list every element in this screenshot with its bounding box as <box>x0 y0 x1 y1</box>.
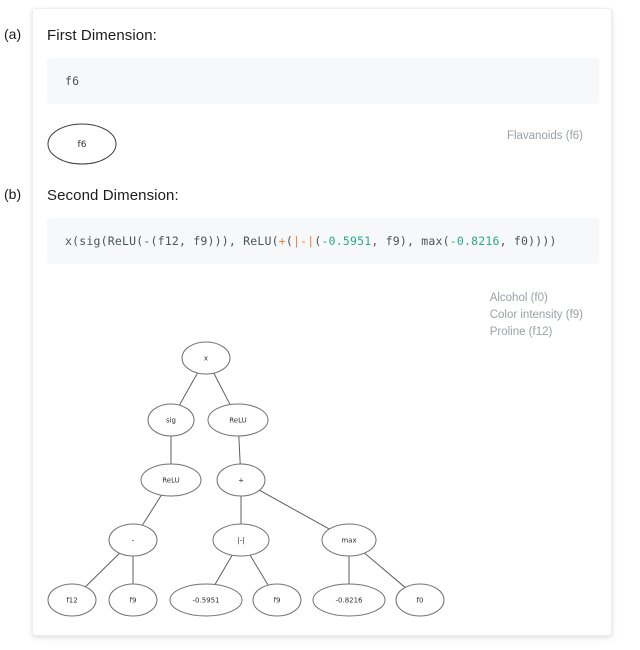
tree-node: f12 <box>47 583 97 617</box>
tree-node-label: ReLU <box>229 417 247 425</box>
first-dimension-expression: f6 <box>47 58 599 104</box>
first-dimension-title: First Dimension: <box>47 27 157 44</box>
tree-node-label: -0.8216 <box>335 597 363 605</box>
expression-token: -0.8216 <box>449 234 500 248</box>
first-dimension-legend: Flavanoids (f6) <box>507 128 583 145</box>
tree-node-label: f9 <box>274 597 281 605</box>
tree-node: f0 <box>395 583 445 617</box>
second-dimension-legend: Alcohol (f0) Color intensity (f9) Prolin… <box>490 290 583 341</box>
tree-node: -0.5951 <box>169 583 243 617</box>
tree-node-label: + <box>238 477 244 485</box>
expression-token: , f0)))) <box>499 234 557 248</box>
panel-label-a: (a) <box>4 26 22 42</box>
tree-edge <box>178 372 198 406</box>
tree-node-label: x <box>204 355 208 363</box>
tree-node-shape <box>108 583 158 617</box>
tree-node: sig <box>147 403 195 437</box>
tree-node-label: -0.5951 <box>192 597 219 605</box>
tree-node-label: |-| <box>237 537 244 545</box>
tree-edge <box>214 554 233 585</box>
tree-node: -0.8216 <box>312 583 386 617</box>
second-dimension-title: Second Dimension: <box>47 187 179 204</box>
expression-token: |-| <box>292 234 315 248</box>
tree-node-shape <box>207 403 269 437</box>
tree-node-shape <box>47 123 117 165</box>
tree-node-label: f0 <box>417 597 424 605</box>
tree-node-label: - <box>132 537 135 545</box>
legend-item: Alcohol (f0) <box>489 292 548 304</box>
tree-node: f9 <box>252 583 302 617</box>
tree-node-shape <box>216 463 266 497</box>
expression-token: -0.5951 <box>321 234 372 248</box>
tree-node: x <box>181 341 231 375</box>
expression-token: , f9), max( <box>371 234 450 248</box>
tree-node-shape <box>140 463 202 497</box>
legend-item: Proline (f12) <box>489 326 553 338</box>
tree-node-shape <box>395 583 445 617</box>
legend-item: Color intensity (f9) <box>489 309 583 321</box>
tree-node-label: ReLU <box>162 477 180 485</box>
tree-node: f6 <box>47 123 117 165</box>
tree-edge <box>249 554 269 586</box>
tree-edge <box>213 372 231 405</box>
tree-node-shape <box>47 583 97 617</box>
tree-node: - <box>108 523 158 557</box>
tree-node-label: f9 <box>130 597 137 605</box>
expression-token: x(sig(ReLU(-(f12, f9))), ReLU( <box>65 234 279 248</box>
tree-node: ReLU <box>207 403 269 437</box>
tree-node-shape <box>147 403 195 437</box>
tree-node-shape <box>169 583 243 617</box>
expression-token: ( <box>314 234 322 248</box>
tree-node-label: f6 <box>78 140 87 150</box>
tree-node-shape <box>108 523 158 557</box>
expression-token: + <box>278 234 286 248</box>
tree-edge <box>141 494 162 526</box>
tree-node: f9 <box>108 583 158 617</box>
tree-node-shape <box>321 523 377 557</box>
tree-node: + <box>216 463 266 497</box>
tree-edge <box>238 435 241 465</box>
second-dimension-expression: x(sig(ReLU(-(f12, f9))), ReLU(+(|-|(-0.5… <box>47 218 599 264</box>
tree-edge <box>259 489 330 530</box>
legend-item: Flavanoids (f6) <box>506 130 583 142</box>
tree-edge <box>85 552 120 588</box>
tree-node: max <box>321 523 377 557</box>
tree-node: ReLU <box>140 463 202 497</box>
tree-node-shape <box>212 523 270 557</box>
tree-node-shape <box>252 583 302 617</box>
panel-label-b: (b) <box>4 186 22 202</box>
tree-node-label: f12 <box>66 597 77 605</box>
tree-node-label: max <box>341 537 356 545</box>
tree-node-label: sig <box>166 417 176 425</box>
tree-edge <box>364 552 406 588</box>
tree-node: |-| <box>212 523 270 557</box>
figure-card: First Dimension: f6 Flavanoids (f6) Seco… <box>32 8 612 636</box>
expression-token: ( <box>285 234 293 248</box>
tree-node-shape <box>181 341 231 375</box>
expression-tokens: x(sig(ReLU(-(f12, f9))), ReLU(+(|-|(-0.5… <box>65 234 557 248</box>
tree-node-shape <box>312 583 386 617</box>
